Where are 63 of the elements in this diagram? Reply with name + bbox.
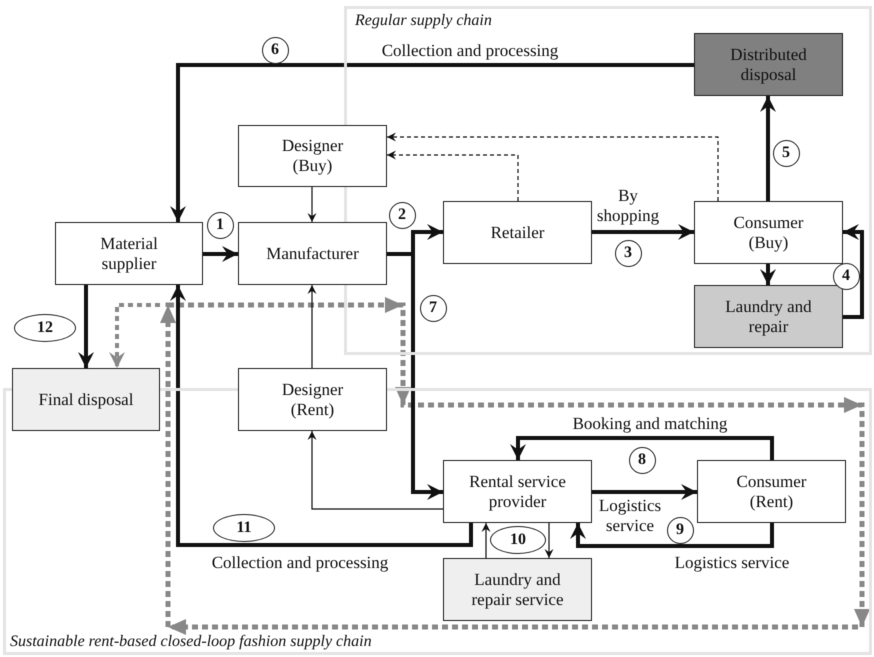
arrow xyxy=(510,436,774,460)
callout-number: 9 xyxy=(666,516,694,544)
process-box xyxy=(443,201,592,264)
edge-label: By shopping xyxy=(596,186,660,226)
arrow xyxy=(570,523,774,548)
arrow xyxy=(170,285,473,547)
box-label: Rental service provider xyxy=(468,472,567,512)
box-label: Designer (Rent) xyxy=(280,380,344,420)
process-box xyxy=(694,285,843,348)
arrow xyxy=(592,484,697,500)
callout-number: 3 xyxy=(614,240,642,266)
arrow xyxy=(760,96,776,201)
arrow xyxy=(78,285,94,368)
box-label: Material supplier xyxy=(99,234,159,274)
arrow xyxy=(387,150,519,201)
region-title: Regular supply chain xyxy=(355,12,492,30)
arrow xyxy=(843,224,864,319)
box-label: Consumer (Buy) xyxy=(732,212,804,252)
callout-number: 10 xyxy=(490,526,546,554)
box-label: Distributed disposal xyxy=(729,44,808,84)
callout-number: 12 xyxy=(14,314,76,342)
callout-number: 5 xyxy=(772,140,800,166)
process-box xyxy=(238,368,387,431)
box-label: Final disposal xyxy=(38,390,134,410)
process-box xyxy=(443,558,592,621)
box-label: Designer (Buy) xyxy=(280,136,344,176)
process-box xyxy=(238,222,387,285)
callout-number: 6 xyxy=(262,36,288,64)
process-box xyxy=(12,368,160,431)
box-label: Retailer xyxy=(490,222,544,242)
arrow xyxy=(109,303,160,368)
arrow xyxy=(544,523,554,558)
box-label: Manufacturer xyxy=(266,244,359,264)
arrow xyxy=(387,132,719,201)
callout-number: 7 xyxy=(420,294,446,322)
callout-number: 4 xyxy=(832,262,860,290)
process-box xyxy=(55,222,203,285)
callout-number: 2 xyxy=(388,202,416,228)
box-label: Laundry and repair service xyxy=(470,570,565,610)
process-box xyxy=(443,460,592,523)
process-box xyxy=(238,125,387,187)
arrow xyxy=(308,431,443,510)
box-label: Consumer (Rent) xyxy=(736,472,808,512)
arrow xyxy=(592,224,694,240)
edge-label: Booking and matching xyxy=(572,414,728,434)
callout-number: 8 xyxy=(628,446,656,474)
arrow xyxy=(203,246,238,262)
callout-number: 11 xyxy=(213,514,275,542)
arrow xyxy=(760,264,776,285)
process-box xyxy=(697,460,846,523)
arrow xyxy=(482,523,490,558)
edge-label: Collection and processing xyxy=(210,553,390,573)
edge-label: Logistics service xyxy=(674,553,790,573)
callout-number: 1 xyxy=(206,212,234,238)
process-box xyxy=(694,33,843,96)
arrow xyxy=(170,63,694,222)
arrow xyxy=(308,285,316,368)
edge-label: Collection and processing xyxy=(380,41,560,61)
process-box xyxy=(694,201,843,264)
arrow xyxy=(308,187,316,222)
region-title: Sustainable rent-based closed-loop fashion supply chain xyxy=(10,633,372,651)
box-label: Laundry and repair xyxy=(724,296,813,336)
edge-label: Logistics service xyxy=(598,496,662,536)
